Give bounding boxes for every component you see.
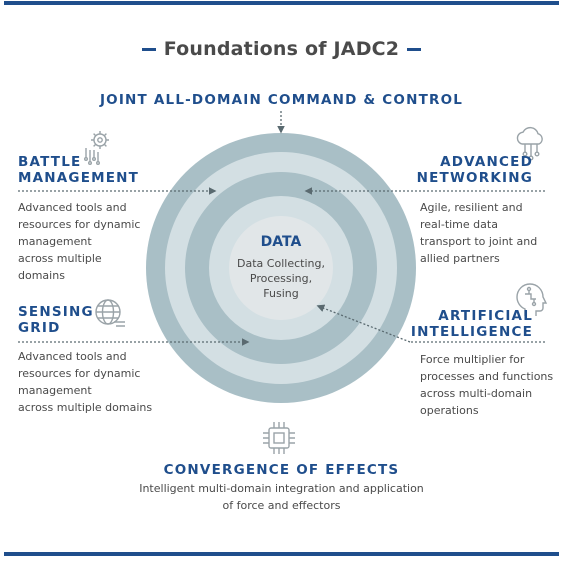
artificial-intelligence-heading-line1: ARTIFICIAL (438, 308, 533, 324)
data-title: DATA (260, 234, 302, 250)
artificial-intelligence-description: Force multiplier for processes and funct… (420, 351, 560, 419)
battle-management-heading: BATTLE MANAGEMENT (18, 154, 139, 186)
advanced-networking-heading-line2: NETWORKING (416, 170, 533, 186)
advanced-networking-heading: ADVANCED NETWORKING (417, 154, 533, 186)
sensing-grid-heading: SENSING GRID (18, 304, 94, 336)
ai-head-icon (516, 283, 548, 316)
data-core (229, 216, 333, 320)
advanced-networking-line: real-time data (420, 218, 498, 231)
battle-management-line: domains (18, 269, 65, 282)
battle-management-line: resources for dynamic (18, 218, 141, 231)
page-title: Foundations of JADC2 (0, 38, 563, 60)
artificial-intelligence-heading: ARTIFICIAL INTELLIGENCE (411, 308, 533, 340)
globe-grid-icon (95, 299, 125, 327)
advanced-networking-description: Agile, resilient and real-time data tran… (420, 199, 560, 267)
battle-management-line: across multiple (18, 252, 102, 265)
sensing-grid-line: management (18, 384, 92, 397)
convergence-description: Intelligent multi-domain integration and… (130, 480, 433, 514)
cloud-network-icon (516, 126, 543, 161)
data-description: Data Collecting, Processing, Fusing (231, 256, 331, 301)
title-dash-right (407, 48, 422, 51)
artificial-intelligence-connector-d (316, 304, 411, 343)
convergence-heading: CONVERGENCE OF EFFECTS (163, 462, 400, 478)
bottom-rule (4, 552, 559, 556)
sensing-grid-description: Advanced tools and resources for dynamic… (18, 348, 188, 416)
sensing-grid-line: resources for dynamic (18, 367, 141, 380)
advanced-networking-line: allied partners (420, 252, 500, 265)
battle-management-line: Advanced tools and (18, 201, 127, 214)
sensing-grid-line: across multiple domains (18, 401, 153, 414)
artificial-intelligence-line: processes and functions (420, 370, 554, 383)
artificial-intelligence-line: Force multiplier for (420, 353, 525, 366)
title-dash-left (141, 48, 156, 51)
artificial-intelligence-heading-line2: INTELLIGENCE (410, 324, 533, 340)
top-rule (4, 1, 559, 5)
circuit-gear-icon (83, 131, 109, 166)
advanced-networking-heading-line1: ADVANCED (440, 154, 533, 170)
data-line: Data Collecting, (237, 257, 325, 270)
battle-management-line: management (18, 235, 92, 248)
battle-management-heading-line2: MANAGEMENT (18, 170, 140, 186)
data-line: Processing, (249, 272, 313, 285)
microchip-icon (263, 422, 295, 454)
sensing-grid-heading-line2: GRID (18, 320, 61, 336)
artificial-intelligence-line: operations (420, 404, 479, 417)
battle-management-description: Advanced tools and resources for dynamic… (18, 199, 188, 284)
artificial-intelligence-line: across multi-domain (420, 387, 533, 400)
convergence-line: Intelligent multi-domain integration and… (139, 482, 424, 495)
sensing-grid-heading-line1: SENSING (18, 304, 94, 320)
jadc-heading: JOINT ALL-DOMAIN COMMAND & CONTROL (99, 92, 464, 108)
data-line: Fusing (263, 287, 299, 300)
title-text: Foundations of JADC2 (163, 38, 400, 60)
advanced-networking-line: transport to joint and (420, 235, 538, 248)
sensing-grid-line: Advanced tools and (18, 350, 127, 363)
convergence-line: of force and effectors (222, 499, 341, 512)
battle-management-heading-line1: BATTLE (18, 154, 82, 170)
advanced-networking-line: Agile, resilient and (420, 201, 523, 214)
